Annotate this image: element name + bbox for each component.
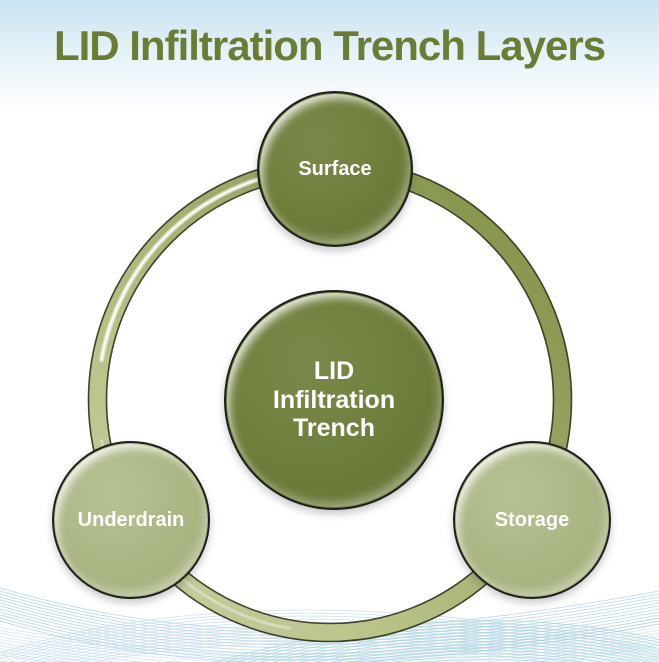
page-title: LID Infiltration Trench Layers: [53, 22, 606, 69]
node-underdrain-label: Underdrain: [77, 508, 185, 531]
node-surface: Surface: [257, 91, 413, 247]
node-center: LID Infiltration Trench: [224, 290, 444, 510]
node-surface-label: Surface: [298, 157, 372, 180]
node-underdrain: Underdrain: [52, 441, 210, 599]
node-storage-label: Storage: [494, 508, 570, 531]
node-storage: Storage: [453, 441, 611, 599]
node-center-label: LID Infiltration Trench: [272, 357, 396, 443]
